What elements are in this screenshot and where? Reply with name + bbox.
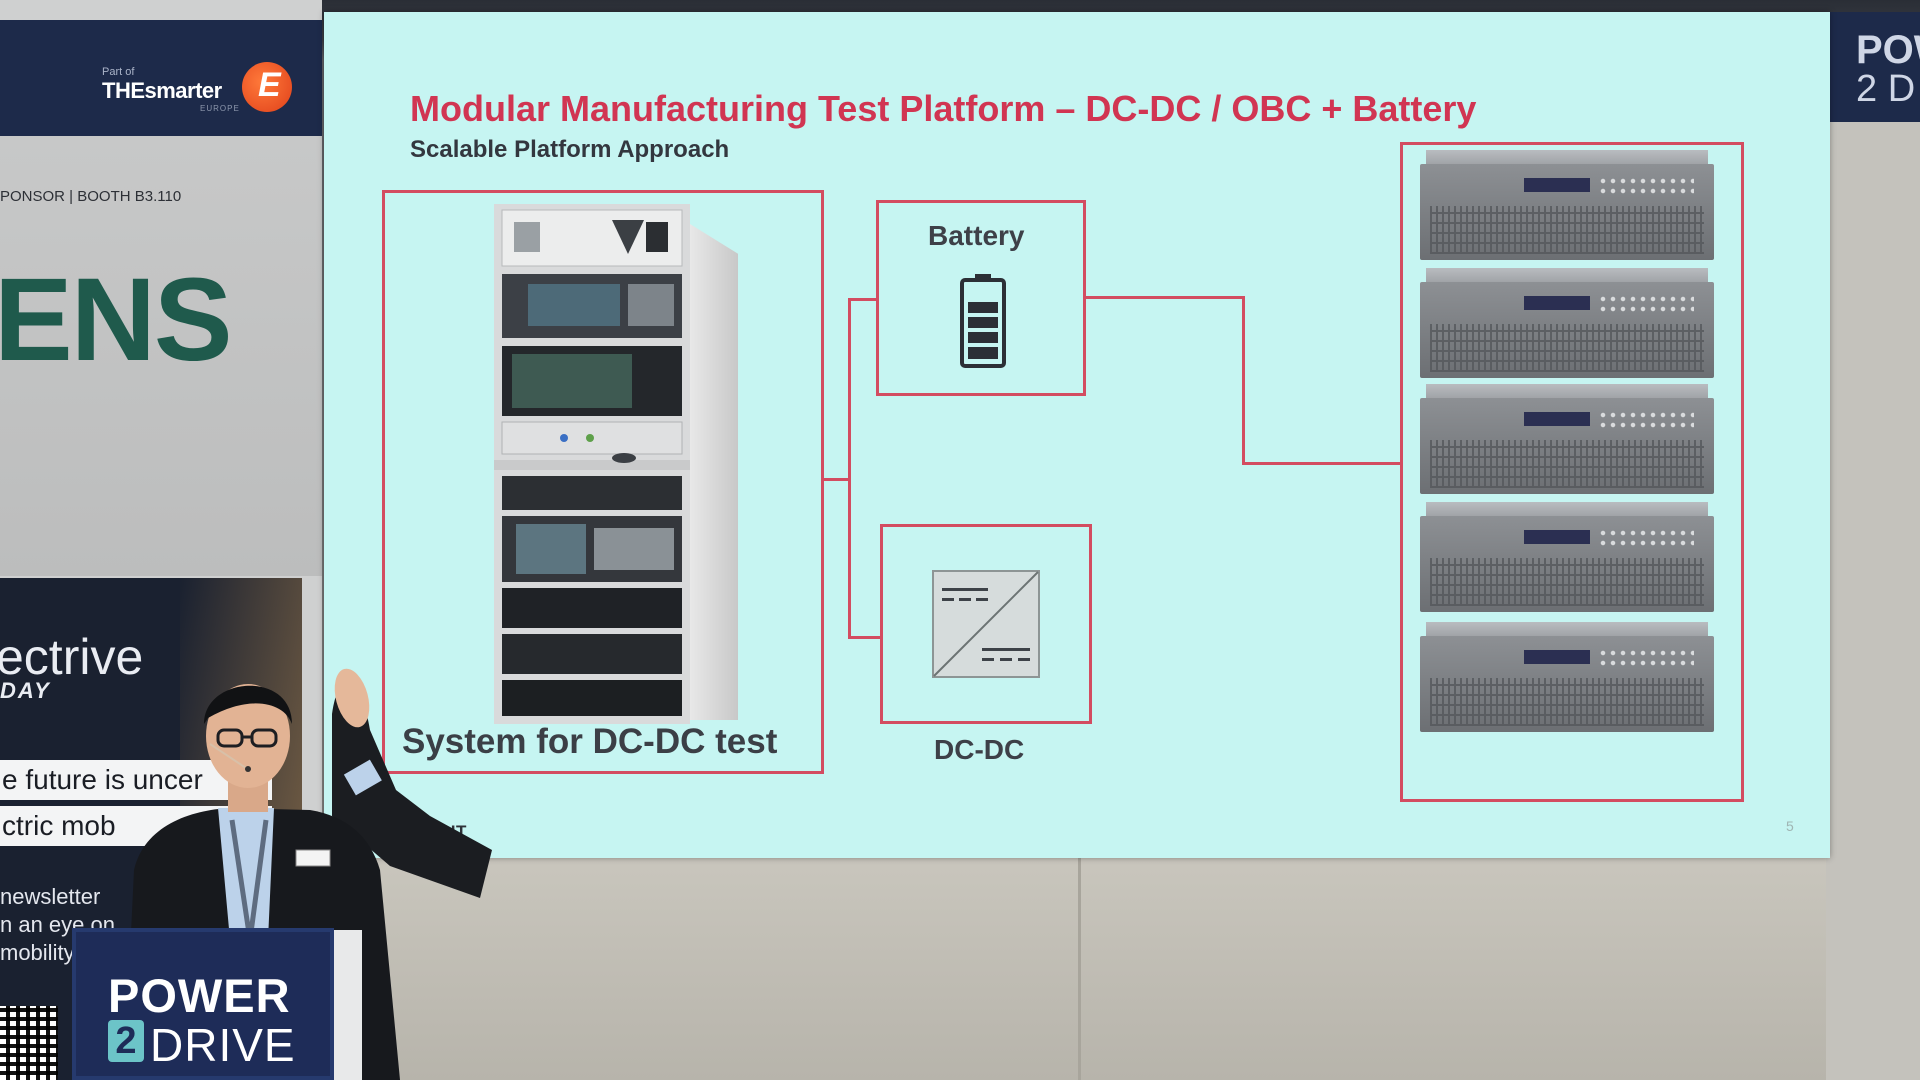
power-supply-display: [1524, 530, 1590, 544]
podium-power-text: POWER: [108, 969, 291, 1022]
banner-brand-fragment: ENS: [0, 254, 233, 386]
slide-subtitle: Scalable Platform Approach: [410, 136, 730, 163]
connector-battery-right: [1086, 296, 1242, 299]
banner-europe: EUROPE: [200, 104, 240, 113]
power-supply-keypad: [1598, 176, 1694, 196]
power-supply-unit: [1420, 150, 1714, 260]
connector-system-out: [824, 478, 848, 481]
banner-line-3: mobility: [0, 940, 75, 965]
banner-smarter-logo-text: THEsmarter: [102, 78, 222, 103]
smarter-e-logo-icon: [242, 62, 292, 112]
rack-side-panel: [690, 224, 738, 720]
battery-label: Battery: [928, 220, 1025, 251]
power-supply-display: [1524, 650, 1590, 664]
banner-sponsor-text: PONSOR | BOOTH B3.110: [0, 188, 182, 205]
power-supply-unit: [1420, 622, 1714, 732]
connector-to-supplies: [1242, 462, 1400, 465]
battery-icon: [960, 274, 1006, 368]
right-banner-header: [1826, 12, 1920, 122]
power-supply-keypad: [1598, 648, 1694, 668]
power-supply-display: [1524, 178, 1590, 192]
power-supply-vent: [1430, 440, 1704, 488]
power-supply-top: [1426, 150, 1708, 166]
podium-side: [332, 930, 362, 1080]
dcdc-frame: [880, 524, 1092, 724]
power-supply-top: [1426, 622, 1708, 638]
podium-drive-text: DRIVE: [150, 1019, 296, 1071]
power-supply-top: [1426, 502, 1708, 518]
battery-frame: [876, 200, 1086, 396]
power-supply-display: [1524, 296, 1590, 310]
podium-two-badge: 2: [108, 1020, 144, 1062]
power-supply-vent: [1430, 558, 1704, 606]
power-supply-unit: [1420, 384, 1714, 494]
power-supply-vent: [1430, 206, 1704, 254]
dcdc-label: DC-DC: [934, 734, 1025, 765]
power-supply-display: [1524, 412, 1590, 426]
power-supply-unit: [1420, 502, 1714, 612]
connector-battery-down: [1242, 296, 1245, 464]
power-supply-keypad: [1598, 294, 1694, 314]
right-banner-text-1: POW: [1856, 28, 1920, 72]
right-event-banner: POW 2 D: [1826, 12, 1920, 1080]
slide-page-number: 5: [1786, 818, 1794, 834]
connector-to-battery: [848, 298, 876, 301]
power-supply-vent: [1430, 324, 1704, 372]
banner-magazine-subtitle: DAY: [0, 678, 51, 703]
power-supply-unit: [1420, 268, 1714, 378]
power-supply-keypad: [1598, 410, 1694, 430]
system-label: System for DC-DC test: [402, 722, 778, 761]
power-supply-keypad: [1598, 528, 1694, 548]
power-supply-top: [1426, 268, 1708, 284]
projected-slide: Modular Manufacturing Test Platform – DC…: [324, 12, 1830, 858]
banner-sponsor-panel: [0, 136, 322, 576]
system-frame: [382, 190, 824, 774]
slide-title: Modular Manufacturing Test Platform – DC…: [410, 88, 1477, 129]
banner-magazine-title: ectrive: [0, 629, 144, 685]
right-banner-text-2: 2 D: [1856, 68, 1916, 110]
wall-seam: [1078, 855, 1081, 1080]
smarter-e-logo-letter: E: [258, 66, 281, 104]
connector-vertical-bus: [848, 298, 851, 638]
power-supplies-frame: [1400, 142, 1744, 802]
dc-dc-converter-icon: [932, 570, 1040, 678]
power-supply-top: [1426, 384, 1708, 400]
podium: POWER 2 DRIVE: [72, 928, 334, 1080]
qr-code-icon: [0, 1006, 58, 1080]
power-supply-vent: [1430, 678, 1704, 726]
connector-to-dcdc: [848, 636, 880, 639]
banner-part-of: Part of: [102, 66, 135, 78]
banner-line-1: newsletter: [0, 884, 101, 909]
test-rack-illustration: [494, 204, 690, 724]
lower-wall: [330, 855, 1840, 1080]
